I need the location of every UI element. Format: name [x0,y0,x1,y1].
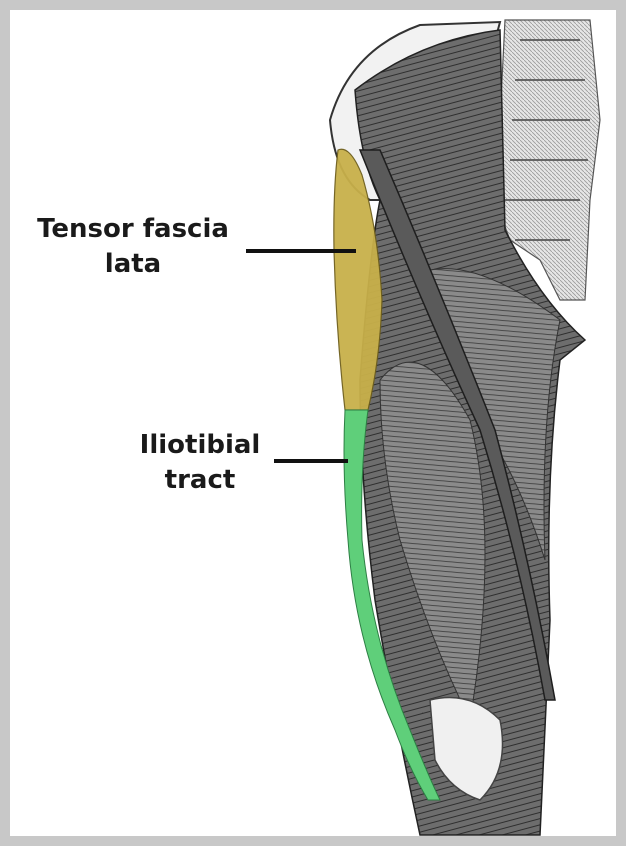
knee [429,696,504,801]
label-itb-line2: tract [164,465,236,495]
sartorius [358,149,556,701]
label-tensor-fascia-lata: Tensor fascia lata [26,212,240,282]
tensor-fascia-lata-muscle [333,148,383,411]
label-iliotibial-tract: Iliotibial tract [122,428,278,498]
label-tfl-line1: Tensor fascia [37,214,229,244]
label-tfl-line2: lata [104,249,162,279]
label-itb-line1: Iliotibial [139,430,261,460]
iliotibial-tract-band [343,409,441,801]
